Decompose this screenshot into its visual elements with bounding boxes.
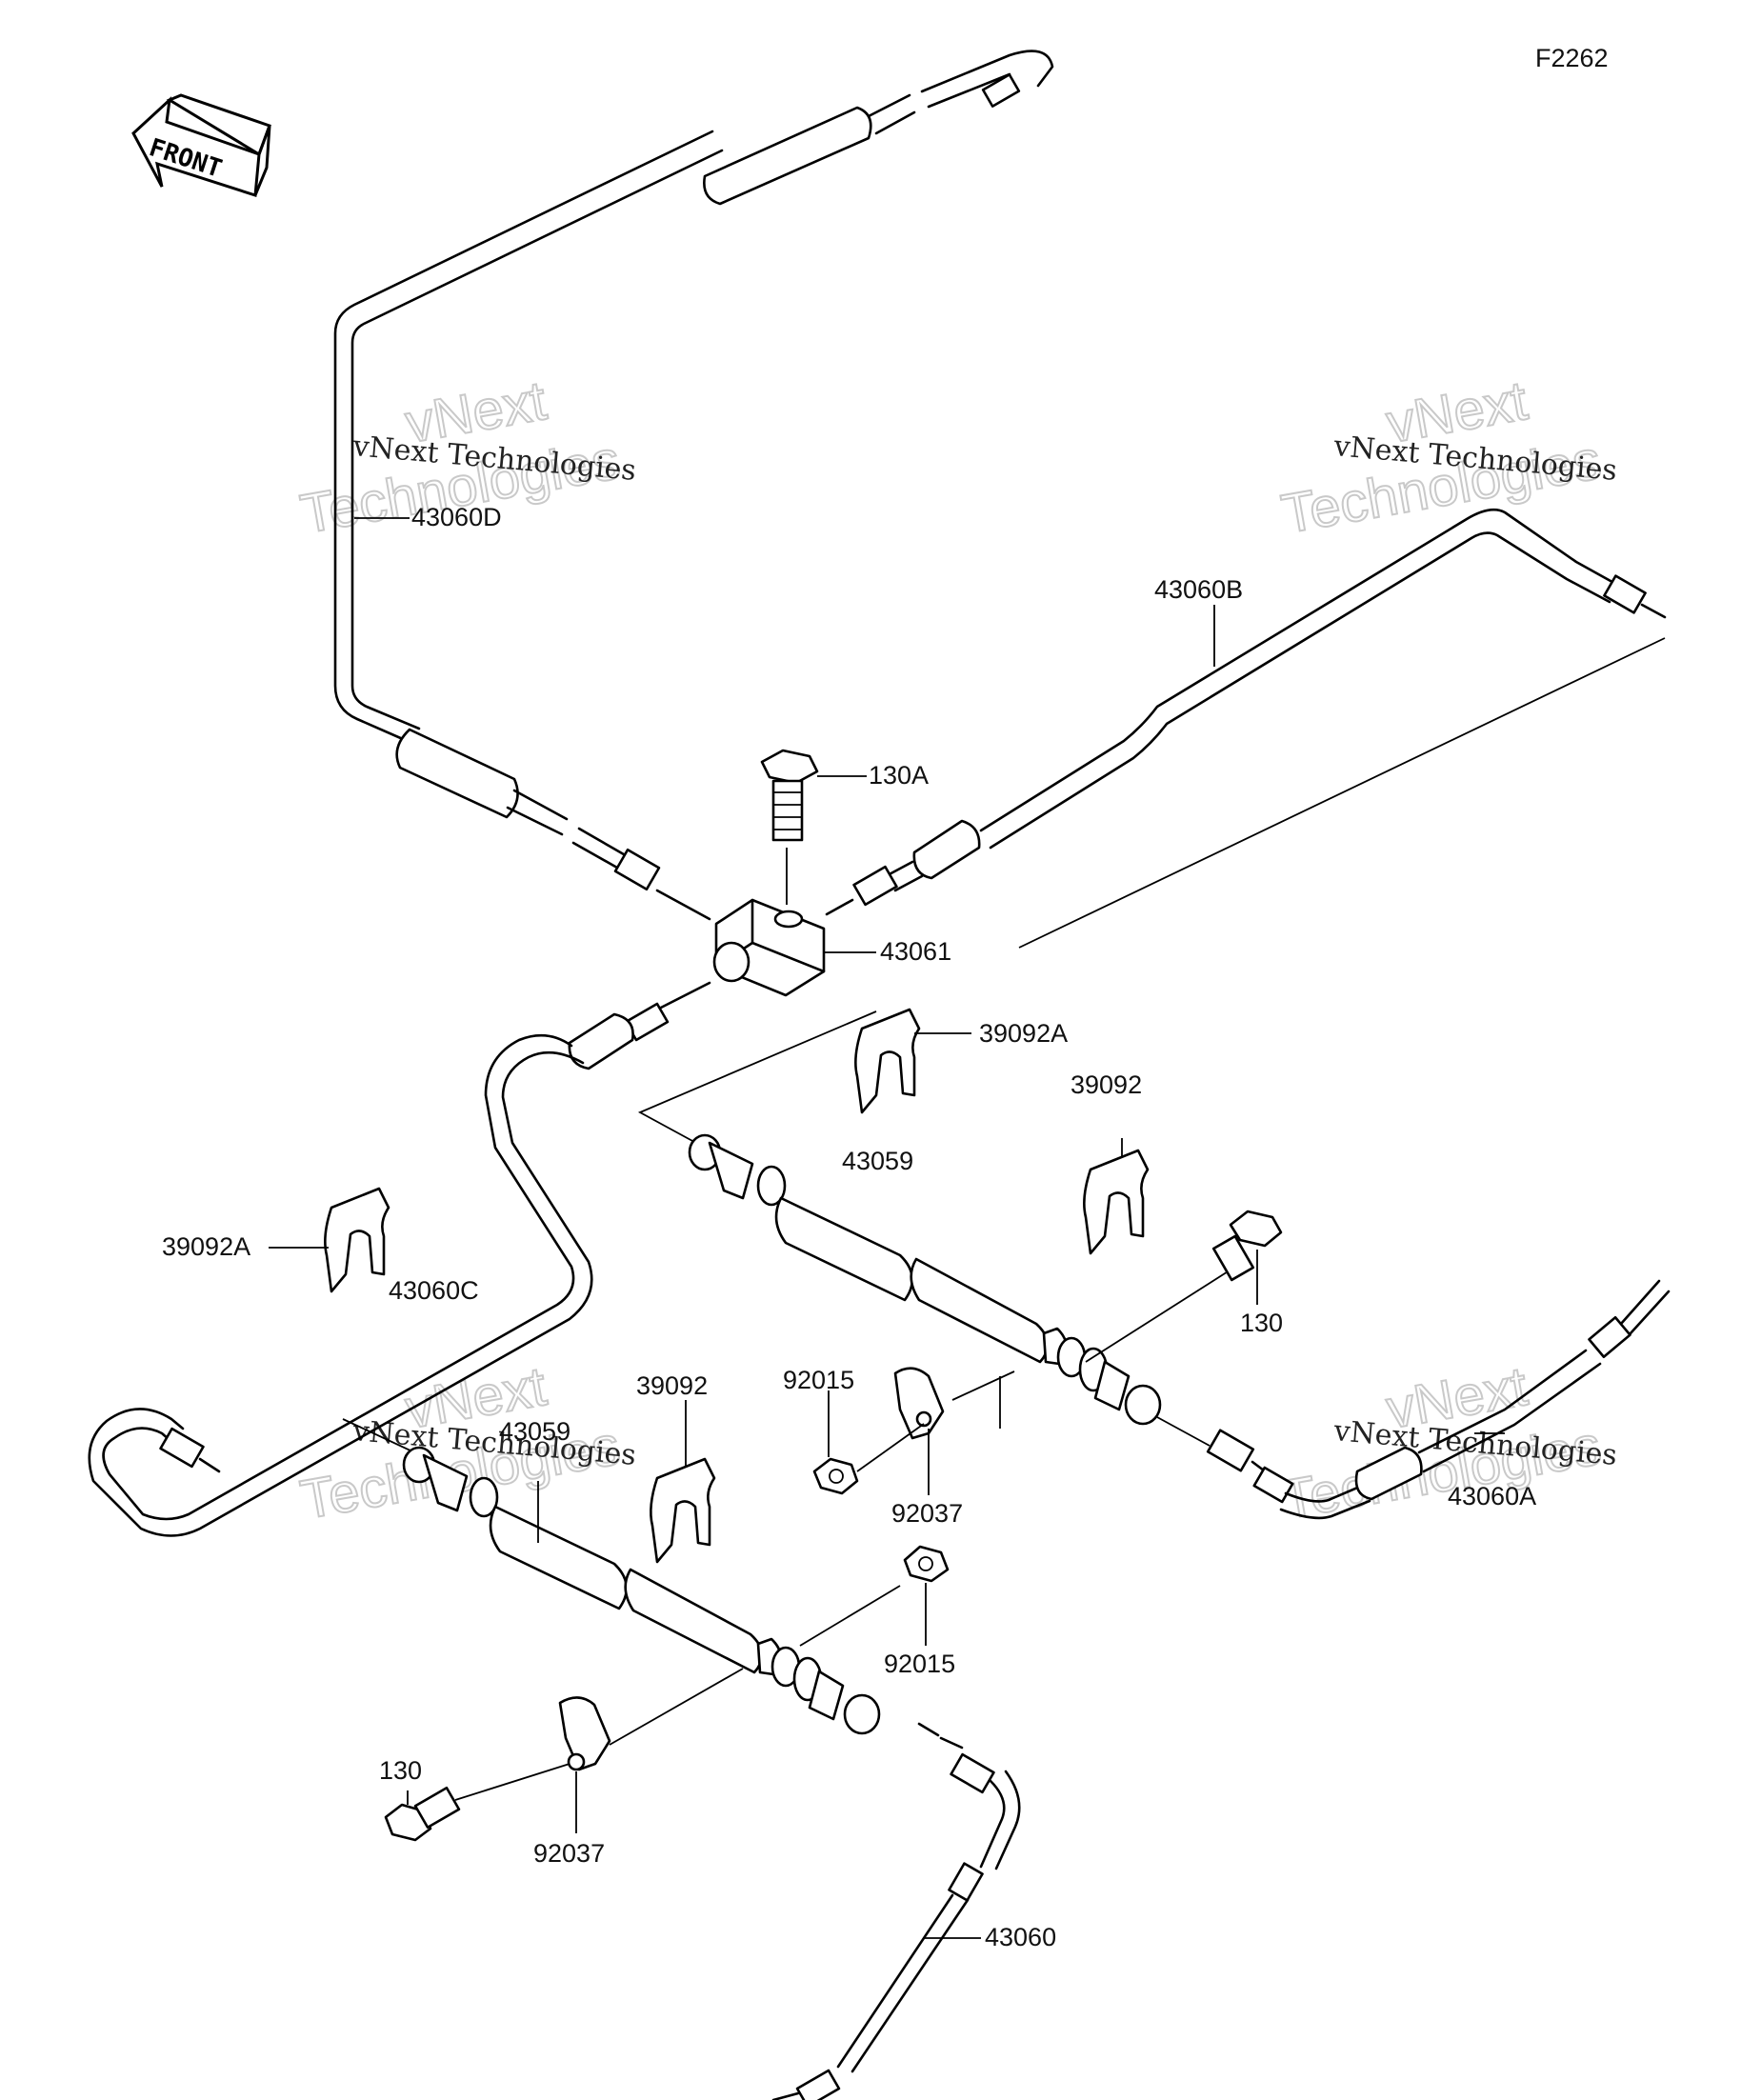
- pipe-43060A: [1206, 1279, 1671, 1520]
- clip-39092A-left: [269, 1187, 390, 1293]
- clamp-92037-top: [856, 1367, 1015, 1495]
- clip-39092-top: [1083, 1138, 1150, 1255]
- label-92037-bottom: 92037: [533, 1839, 605, 1868]
- brake-hose-43059-bottom: [342, 1418, 901, 1746]
- bolt-130-right: [1211, 1210, 1283, 1305]
- label-43059-bottom: 43059: [499, 1417, 570, 1446]
- leader-lines: [354, 517, 1505, 1434]
- label-43060A: 43060A: [1448, 1482, 1536, 1510]
- front-arrow-icon: FRONT: [131, 93, 271, 197]
- clip-39092A-top: [854, 1008, 971, 1114]
- label-43060B: 43060B: [1154, 575, 1243, 604]
- clip-39092-mid: [650, 1400, 716, 1564]
- pipe-43060D: [333, 50, 1054, 921]
- bolt-130-bottom: [384, 1763, 570, 1842]
- watermark-bottom-left: vNext Technologies vNext Technologies: [295, 1354, 637, 1532]
- label-43059-top: 43059: [842, 1147, 913, 1175]
- pipe-43060B: [825, 508, 1667, 949]
- label-43060D: 43060D: [411, 503, 502, 531]
- label-39092A-top: 39092A: [979, 1019, 1068, 1048]
- label-92037-top: 92037: [891, 1499, 963, 1528]
- label-39092-top: 39092: [1071, 1070, 1142, 1099]
- brake-hose-43059-top: [637, 1010, 1244, 1447]
- label-43060: 43060: [985, 1923, 1056, 1951]
- junction-block-43061: [712, 898, 826, 997]
- label-130-right: 130: [1240, 1309, 1283, 1337]
- label-39092-mid: 39092: [636, 1371, 708, 1400]
- watermark-top-right: vNext Technologies vNext Technologies: [1276, 369, 1618, 547]
- clamp-92037-bottom: [558, 1696, 611, 1833]
- pipe-43060C: [88, 981, 711, 1537]
- label-43061: 43061: [880, 937, 951, 966]
- label-130A: 130A: [869, 761, 929, 790]
- pipe-43060: [771, 1722, 1021, 2100]
- nut-92015-top: [812, 1390, 859, 1495]
- label-39092A-left: 39092A: [162, 1232, 250, 1261]
- label-130-bottom: 130: [379, 1756, 422, 1785]
- label-92015-bottom: 92015: [884, 1650, 955, 1678]
- nut-92015-bottom: [903, 1545, 950, 1646]
- bolt-130A: [760, 749, 819, 905]
- label-43060C: 43060C: [389, 1276, 479, 1305]
- label-92015-top: 92015: [783, 1366, 854, 1394]
- figure-code: F2262: [1535, 44, 1609, 72]
